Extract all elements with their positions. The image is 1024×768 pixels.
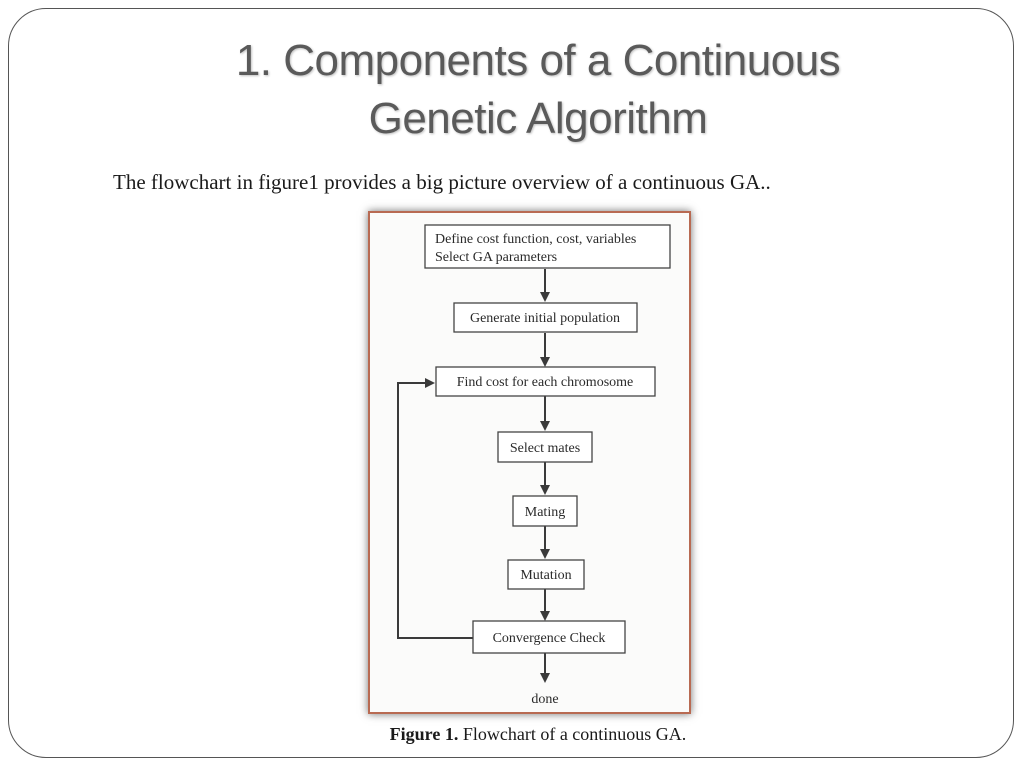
node-find-cost-label: Find cost for each chromosome: [457, 375, 634, 390]
node-convergence-label: Convergence Check: [493, 631, 606, 646]
slide-title-line-2: Genetic Algorithm: [368, 94, 708, 143]
node-mating: Mating: [512, 495, 578, 527]
node-done-label: done: [531, 692, 558, 707]
node-generate-label: Generate initial population: [470, 311, 620, 326]
node-generate-initial-population: Generate initial population: [453, 302, 638, 333]
figure-caption-label: Figure 1.: [389, 724, 459, 744]
flowchart-figure: Define cost function, cost, variables Se…: [368, 211, 691, 714]
node-mating-label: Mating: [525, 505, 565, 520]
node-mutation: Mutation: [507, 559, 585, 590]
node-convergence-check: Convergence Check: [472, 620, 626, 654]
slide-title: 1. Components of a Continuous Genetic Al…: [0, 32, 1024, 148]
edge-loop-back-convergence-to-find-cost: [397, 378, 473, 639]
node-select-mates: Select mates: [497, 431, 593, 463]
slide-subtitle: The flowchart in figure1 provides a big …: [113, 170, 771, 194]
node-mutation-label: Mutation: [520, 568, 571, 583]
node-define-cost-function: Define cost function, cost, variables Se…: [424, 224, 671, 269]
node-done: done: [531, 692, 558, 707]
node-select-mates-label: Select mates: [510, 441, 580, 456]
node-define-line-1: Define cost function, cost, variables: [435, 232, 636, 247]
slide-title-line-1: 1. Components of a Continuous: [235, 36, 841, 85]
node-find-cost: Find cost for each chromosome: [435, 366, 656, 397]
figure-caption: Figure 1. Flowchart of a continuous GA.: [0, 724, 1024, 745]
node-define-line-2: Select GA parameters: [435, 250, 557, 265]
flowchart-diagram: Define cost function, cost, variables Se…: [397, 224, 671, 707]
figure-caption-text: Flowchart of a continuous GA.: [462, 724, 687, 744]
